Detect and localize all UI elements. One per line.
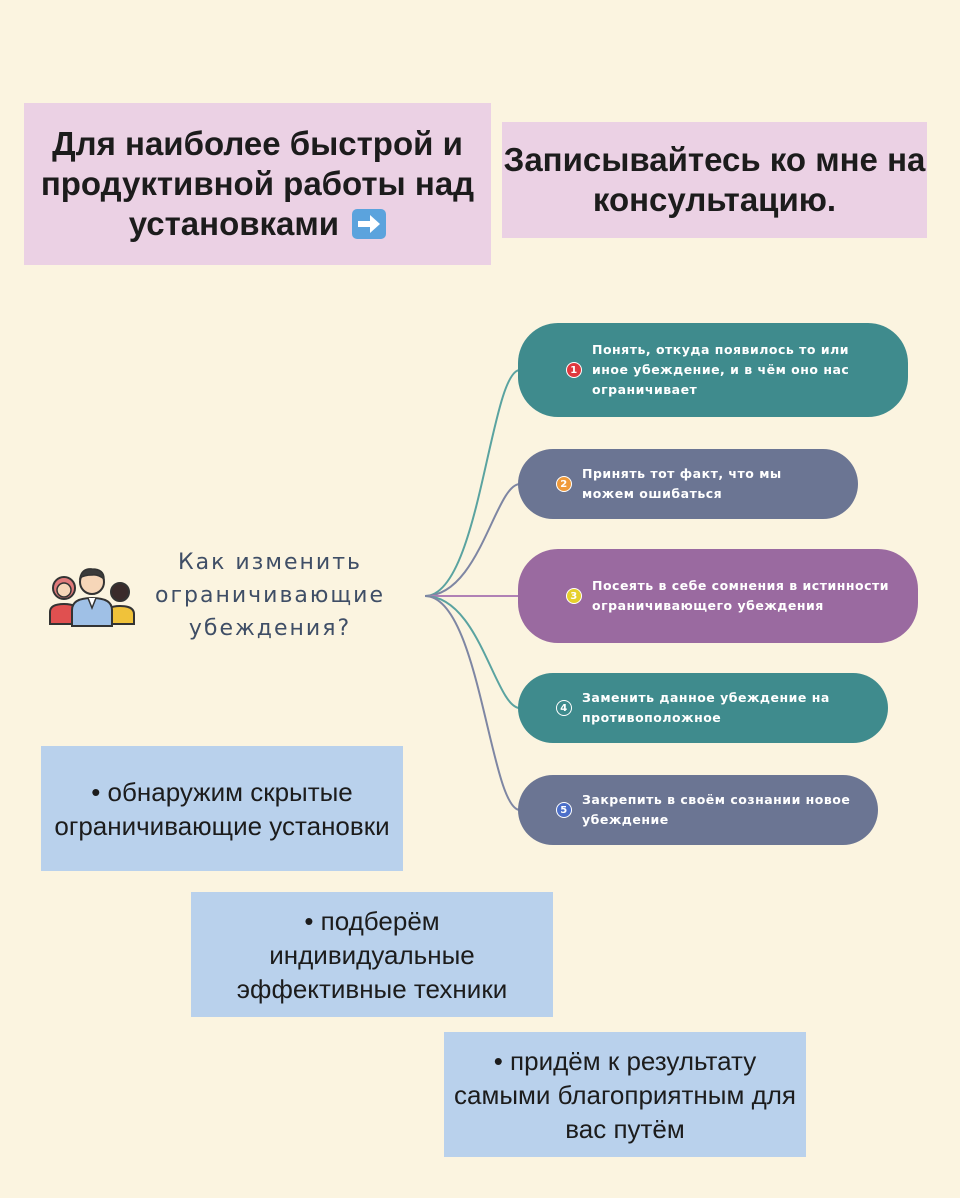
mindmap-node-5: 5 Закрепить в своём сознании новое убежд… (518, 775, 878, 845)
connector-5 (424, 595, 521, 811)
header-right-box: Записывайтесь ко мне на консультацию. (502, 122, 927, 238)
bullet-box-1: • обнаружим скрытые ограничивающие устан… (41, 746, 403, 871)
bullet-box-2: • подберём индивидуальные эффективные те… (191, 892, 553, 1017)
node-3-badge: 3 (566, 588, 582, 604)
node-3-text: Посеять в себе сомнения в истинности огр… (592, 578, 889, 613)
node-2-badge: 2 (556, 476, 572, 492)
node-1-text: Понять, откуда появилось то или иное убе… (592, 342, 850, 397)
bullet-text-3: • придём к результату самыми благоприятн… (454, 1045, 796, 1144)
right-arrow-emoji-icon (352, 209, 387, 239)
node-4-badge: 4 (556, 700, 572, 716)
node-5-text: Закрепить в своём сознании новое убежден… (582, 792, 851, 827)
bullet-box-3: • придём к результату самыми благоприятн… (444, 1032, 806, 1157)
people-group-icon (48, 566, 140, 633)
mindmap-node-3: 3 Посеять в себе сомнения в истинности о… (518, 549, 918, 643)
header-right-text: Записывайтесь ко мне на консультацию. (503, 141, 926, 218)
connector-1 (424, 369, 521, 597)
connector-4 (424, 595, 521, 709)
mindmap-node-2: 2 Принять тот факт, что мы можем ошибать… (518, 449, 858, 519)
bullet-text-2: • подберём индивидуальные эффективные те… (236, 905, 508, 1004)
bullet-text-1: • обнаружим скрытые ограничивающие устан… (54, 776, 390, 841)
mindmap-node-1: 1 Понять, откуда появилось то или иное у… (518, 323, 908, 417)
node-4-text: Заменить данное убеждение на противополо… (582, 690, 830, 725)
header-left-box: Для наиболее быстрой и продуктивной рабо… (24, 103, 491, 265)
mindmap-center-title: Как изменить ограничивающие убеждения? (155, 550, 385, 641)
header-left-text: Для наиболее быстрой и продуктивной рабо… (40, 125, 475, 242)
node-1-badge: 1 (566, 362, 582, 378)
node-5-badge: 5 (556, 802, 572, 818)
node-2-text: Принять тот факт, что мы можем ошибаться (582, 466, 782, 501)
mindmap-node-4: 4 Заменить данное убеждение на противопо… (518, 673, 888, 743)
connector-2 (424, 483, 521, 597)
